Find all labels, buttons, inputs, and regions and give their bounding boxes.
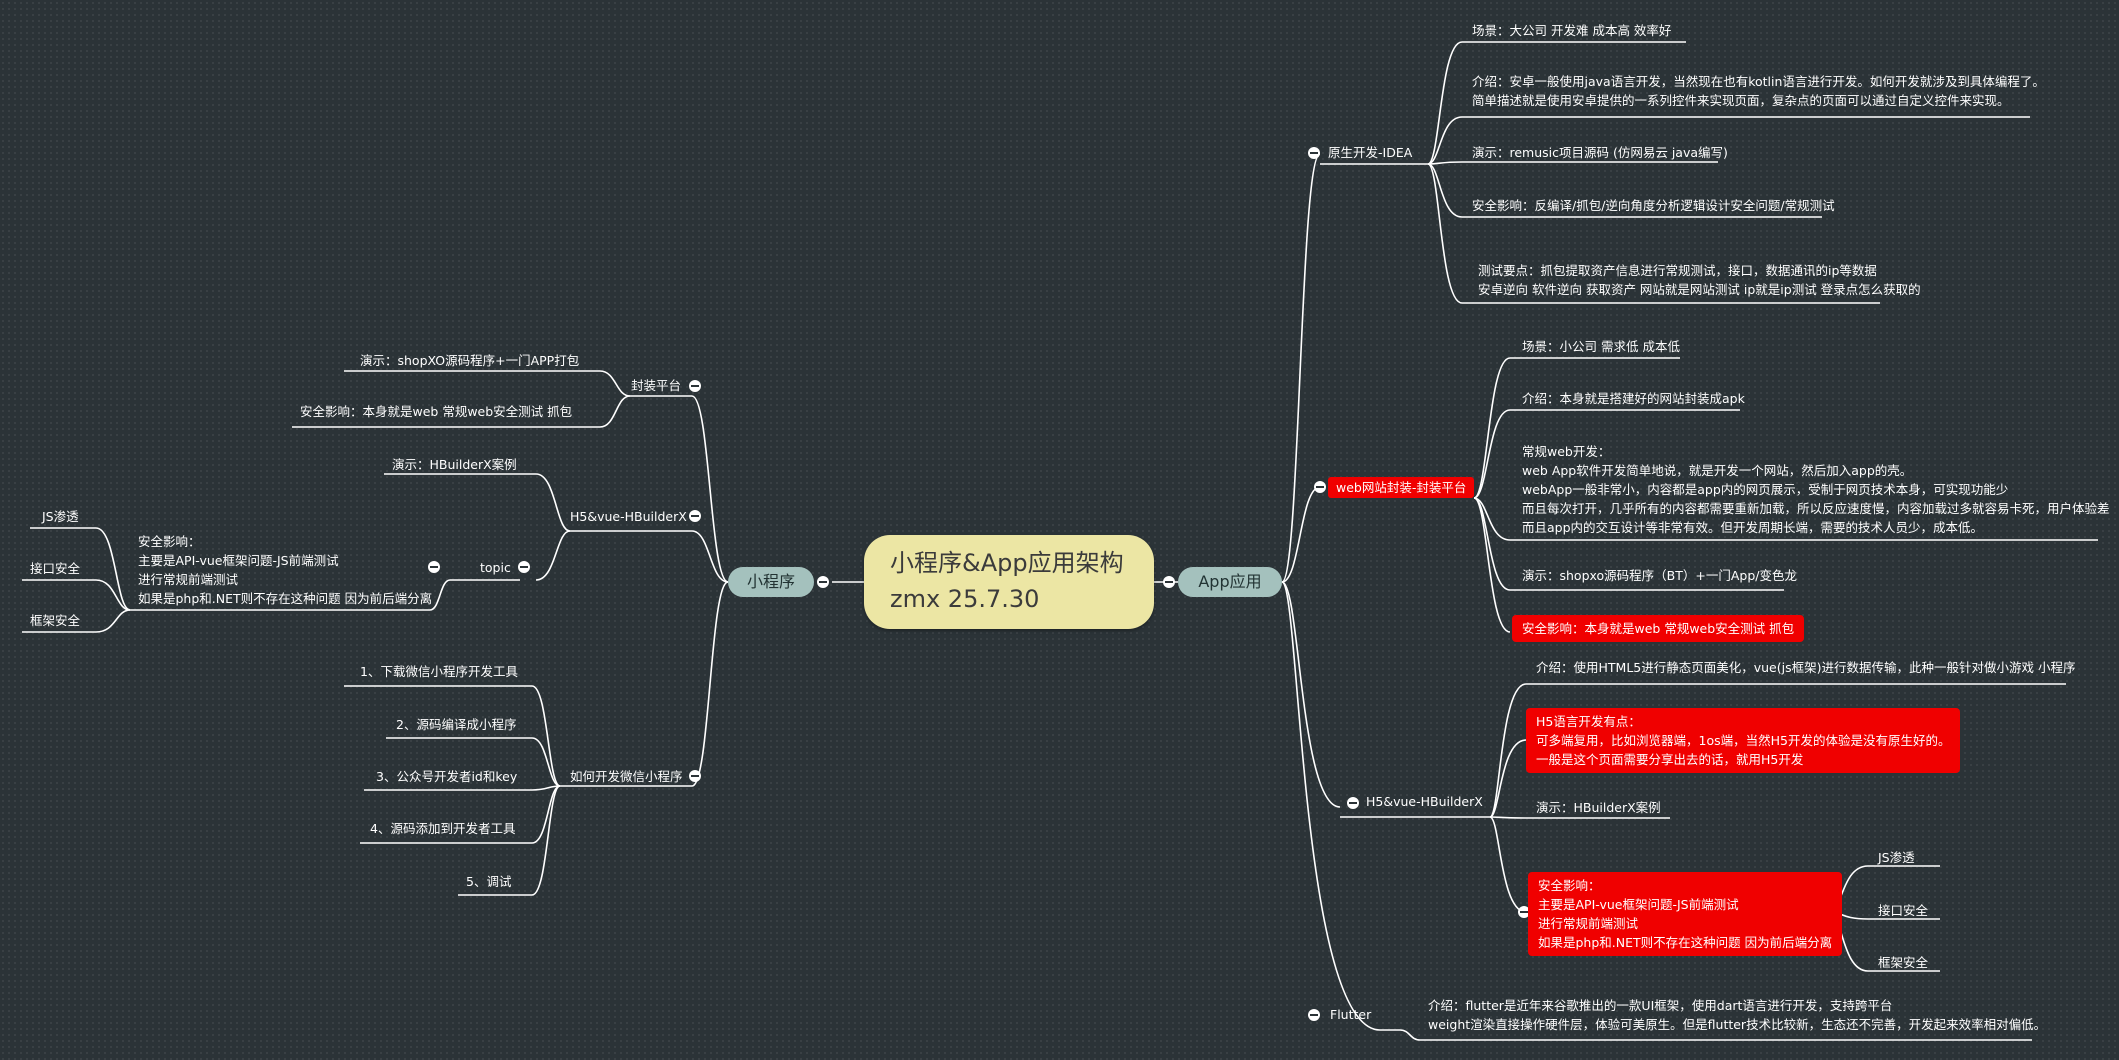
branch-miniprogram[interactable]: 小程序 <box>728 567 814 597</box>
h5-advantage[interactable]: H5语言开发有点： 可多端复用，比如浏览器端，1os端，当然H5开发的体验是没有… <box>1526 708 1961 773</box>
h5-right-item-js[interactable]: JS渗透 <box>1878 850 1915 865</box>
wechat-step-5[interactable]: 5、调试 <box>466 874 512 889</box>
native-intro[interactable]: 介绍：安卓一般使用java语言开发，当然现在也有kotlin语言进行开发。如何开… <box>1472 74 2045 108</box>
collapse-security-left-icon[interactable] <box>428 561 440 573</box>
h5-right-intro[interactable]: 介绍：使用HTML5进行静态页面美化，vue(js框架)进行数据传输，此种一般针… <box>1536 660 2076 675</box>
pack-demo[interactable]: 演示：shopXO源码程序+一门APP打包 <box>360 353 580 368</box>
node-h5-left[interactable]: H5&vue-HBuilderX <box>570 509 687 524</box>
wechat-step-2[interactable]: 2、源码编译成小程序 <box>396 717 517 732</box>
h5-left-item-api[interactable]: 接口安全 <box>30 561 81 576</box>
web-security[interactable]: 安全影响：本身就是web 常规web安全测试 抓包 <box>1512 615 1805 642</box>
node-flutter[interactable]: Flutter <box>1330 1007 1372 1022</box>
node-h5-right[interactable]: H5&vue-HBuilderX <box>1366 794 1483 809</box>
collapse-web-icon[interactable] <box>1314 481 1326 493</box>
native-security[interactable]: 安全影响：反编译/抓包/逆向角度分析逻辑设计安全问题/常规测试 <box>1472 198 1835 213</box>
h5-right-security[interactable]: 安全影响： 主要是API-vue框架问题-JS前端测试 进行常规前端测试 如果是… <box>1528 872 1843 956</box>
web-demo[interactable]: 演示：shopxo源码程序（BT）+一门App/变色龙 <box>1522 568 1797 583</box>
collapse-miniprogram-icon[interactable] <box>817 576 829 588</box>
collapse-h5-right-icon[interactable] <box>1347 797 1359 809</box>
wechat-step-1[interactable]: 1、下载微信小程序开发工具 <box>360 664 518 679</box>
h5-left-demo[interactable]: 演示：HBuilderX案例 <box>392 457 517 472</box>
collapse-pack-icon[interactable] <box>689 380 701 392</box>
web-scene[interactable]: 场景：小公司 需求低 成本低 <box>1522 339 1680 354</box>
collapse-topic-icon[interactable] <box>518 561 530 573</box>
collapse-security-right-icon[interactable] <box>1518 906 1530 918</box>
web-normal-dev[interactable]: 常规web开发： web App软件开发简单地说，就是开发一个网站，然后加入ap… <box>1522 444 2110 535</box>
h5-right-demo[interactable]: 演示：HBuilderX案例 <box>1536 800 1661 815</box>
collapse-native-icon[interactable] <box>1308 147 1320 159</box>
h5-left-item-framework[interactable]: 框架安全 <box>30 613 81 628</box>
collapse-flutter-icon[interactable] <box>1308 1009 1320 1021</box>
root-title: 小程序&App应用架构 <box>890 549 1124 577</box>
root-subtitle: zmx 25.7.30 <box>890 585 1040 613</box>
h5-right-item-api[interactable]: 接口安全 <box>1878 903 1929 918</box>
native-testpoint[interactable]: 测试要点：抓包提取资产信息进行常规测试，接口，数据通讯的ip等数据 安卓逆向 软… <box>1478 263 1921 297</box>
node-native-dev[interactable]: 原生开发-IDEA <box>1328 145 1413 160</box>
wechat-step-4[interactable]: 4、源码添加到开发者工具 <box>370 821 516 836</box>
h5-left-security[interactable]: 安全影响： 主要是API-vue框架问题-JS前端测试 进行常规前端测试 如果是… <box>138 534 433 606</box>
web-intro[interactable]: 介绍：本身就是搭建好的网站封装成apk <box>1522 391 1745 406</box>
branch-app[interactable]: App应用 <box>1178 567 1282 597</box>
flutter-intro[interactable]: 介绍：flutter是近年来谷歌推出的一款UI框架，使用dart语言进行开发，支… <box>1428 998 2047 1032</box>
h5-right-item-framework[interactable]: 框架安全 <box>1878 955 1929 970</box>
collapse-wechat-icon[interactable] <box>689 770 701 782</box>
root-topic[interactable]: 小程序&App应用架构 zmx 25.7.30 <box>864 535 1154 629</box>
node-topic[interactable]: topic <box>480 560 511 575</box>
wechat-step-3[interactable]: 3、公众号开发者id和key <box>376 769 518 784</box>
pack-security[interactable]: 安全影响：本身就是web 常规web安全测试 抓包 <box>300 404 573 419</box>
native-demo[interactable]: 演示：remusic项目源码 (仿网易云 java编写) <box>1472 145 1728 160</box>
collapse-h5-left-icon[interactable] <box>689 510 701 522</box>
node-pack-platform[interactable]: 封装平台 <box>631 378 682 393</box>
native-scene[interactable]: 场景：大公司 开发难 成本高 效率好 <box>1472 23 1672 38</box>
node-web-wrap[interactable]: web网站封装-封装平台 <box>1328 477 1475 498</box>
node-wechat-dev[interactable]: 如何开发微信小程序 <box>570 769 683 784</box>
h5-left-item-js[interactable]: JS渗透 <box>42 509 79 524</box>
collapse-app-icon[interactable] <box>1163 576 1175 588</box>
